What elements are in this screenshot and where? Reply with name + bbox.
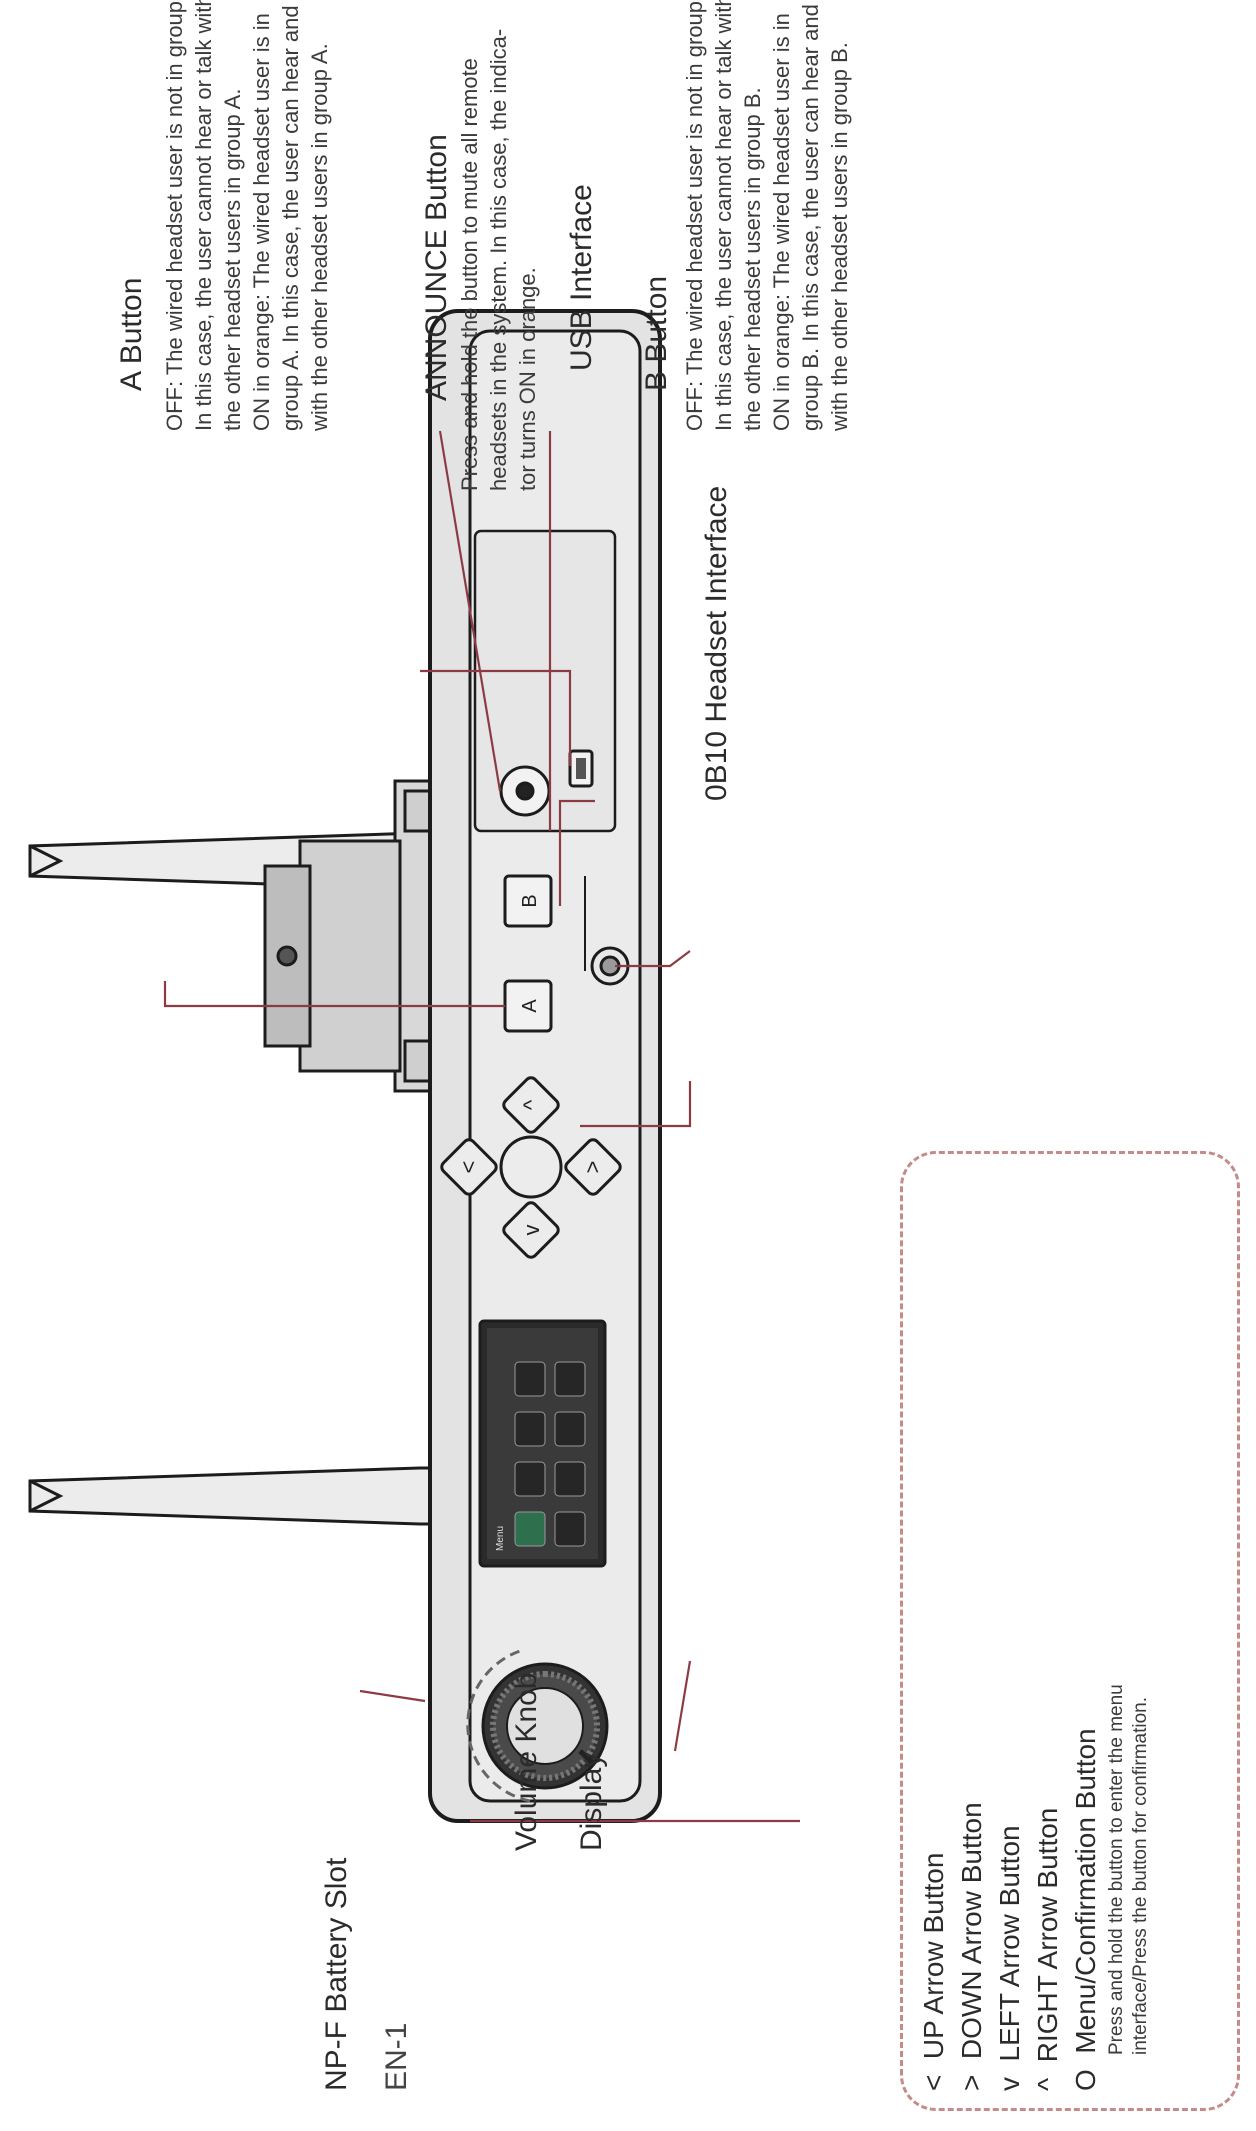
announce-button-title: ANNOUNCE Button (420, 134, 453, 401)
display-screen: Menu (478, 1319, 607, 1568)
a-button-bullet-1: OFF: The wired headset user is not in gr… (162, 0, 245, 431)
chevron-left-icon: < (918, 2059, 949, 2091)
usb-interface-title: USB Interface (565, 184, 598, 371)
announce-usb (499, 749, 594, 817)
screen-title: Menu (495, 1526, 506, 1551)
menu-note: Press and hold the button to enter the m… (1106, 1684, 1151, 2055)
volume-knob (466, 1649, 609, 1803)
nav-legend-item-down: > DOWN Arrow Button (956, 1802, 987, 2091)
nav-legend-item-up: < UP Arrow Button (918, 1852, 949, 2091)
a-button-title: A Button (115, 277, 148, 391)
chevron-down-icon: v (994, 2061, 1025, 2091)
nav-pad (440, 1076, 622, 1259)
a-button-desc: OFF: The wired headset user is not in gr… (160, 0, 334, 431)
leader-lines (163, 430, 800, 1823)
nav-right-glyph: ^ (519, 1099, 544, 1110)
nav-legend-item-right: ^ RIGHT Arrow Button (1032, 1807, 1063, 2091)
headset-interface-title: 0B10 Headset Interface (700, 485, 733, 801)
circle-icon: O (1070, 2053, 1101, 2091)
nav-down-glyph: > (580, 1161, 605, 1174)
b-button-title: B Button (640, 275, 673, 391)
b-button-bullet-2: ON in orange: The wired headset user is … (769, 0, 852, 431)
battery-plate (263, 779, 437, 1093)
battery-slot-title: NP-F Battery Slot (320, 1857, 353, 2091)
a-button-bullet-2: ON in orange: The wired headset user is … (249, 0, 332, 431)
b-button-desc: OFF: The wired headset user is not in gr… (680, 0, 854, 431)
display-title: Display (575, 1752, 608, 1851)
nav-left-glyph: v (519, 1225, 544, 1236)
chevron-up-icon: ^ (1032, 2062, 1063, 2091)
btn-b-label: B (519, 894, 541, 907)
btn-a-label: A (519, 999, 541, 1013)
group-buttons (503, 874, 630, 1033)
nav-legend-item-menu: O Menu/Confirmation Button (1070, 1728, 1101, 2091)
nav-legend-item-left: v LEFT Arrow Button (994, 1825, 1025, 2091)
device-body (428, 309, 662, 1823)
navigation-legend: < UP Arrow Button > DOWN Arrow Button v … (915, 1684, 1153, 2091)
announce-button-desc: Press and hold the button to mute all re… (457, 28, 540, 491)
page-number: EN-1 (380, 2022, 413, 2091)
b-button-bullet-1: OFF: The wired headset user is not in gr… (682, 0, 765, 431)
nav-up-glyph: < (456, 1161, 481, 1174)
volume-knob-title: Volume Knob (510, 1672, 543, 1851)
chevron-right-icon: > (956, 2059, 987, 2091)
